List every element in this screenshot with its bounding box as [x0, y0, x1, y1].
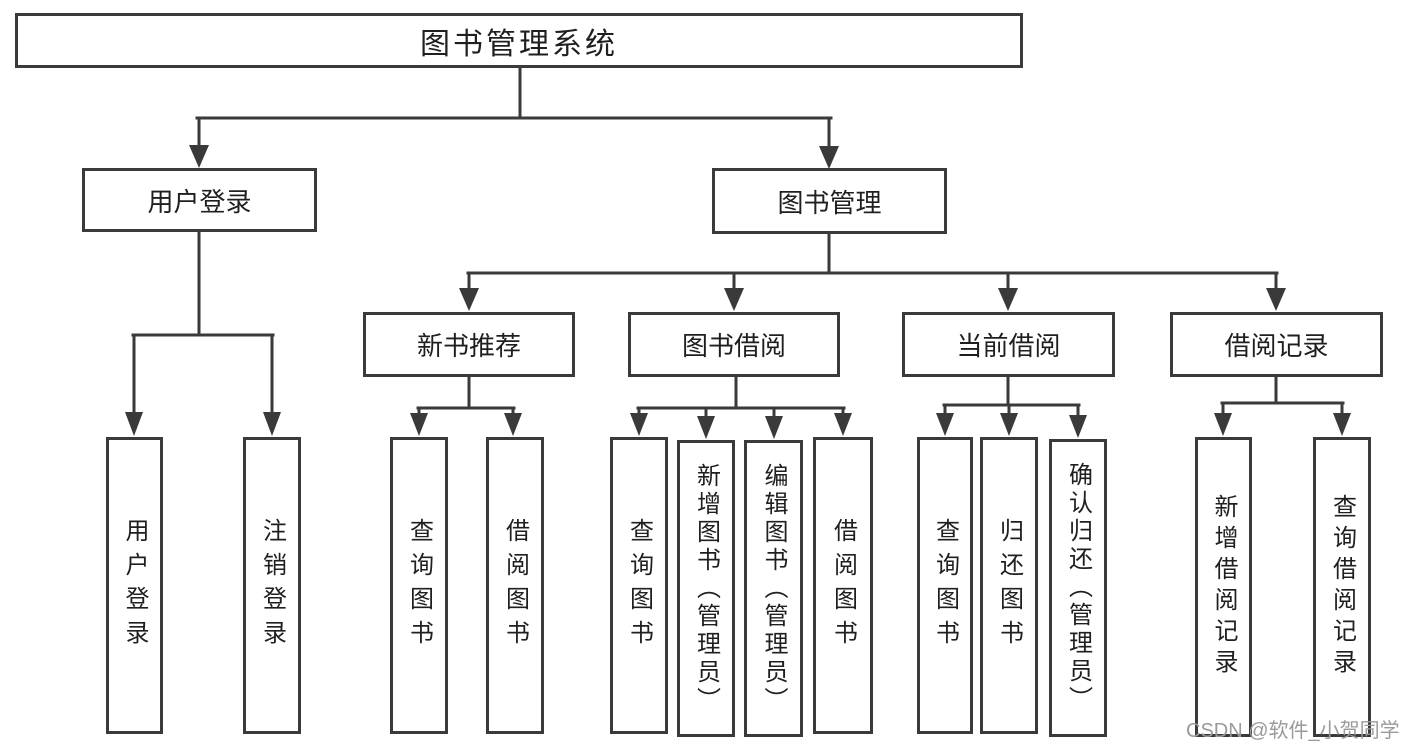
- node-current-borrow: 当前借阅: [902, 312, 1115, 377]
- leaf-bb-borrow-books-label: 借阅图书: [829, 517, 857, 654]
- leaf-user-login-label: 用户登录: [121, 517, 148, 654]
- leaf-br-query-record: 查询借阅记录: [1313, 437, 1371, 737]
- node-book-borrow-label: 图书借阅: [681, 331, 786, 361]
- leaf-rec-query-books-label: 查询图书: [405, 517, 433, 654]
- leaf-cb-return-books-label: 归还图书: [995, 517, 1023, 654]
- leaf-bb-edit-books: 编辑图书（管理员）: [744, 440, 803, 737]
- node-root: 图书管理系统: [15, 13, 1023, 68]
- connector-borrow-record-children: [1214, 375, 1351, 436]
- connector-root-to-level2: [189, 64, 839, 169]
- leaf-br-add-record: 新增借阅记录: [1195, 437, 1252, 737]
- leaf-cb-confirm-return: 确认归还（管理员）: [1049, 439, 1107, 737]
- connector-new-book-children: [410, 375, 522, 436]
- leaf-cb-query-books-label: 查询图书: [931, 517, 959, 654]
- leaf-logout: 注销登录: [243, 437, 301, 734]
- node-borrow-record: 借阅记录: [1170, 312, 1383, 377]
- connector-book-borrow-children: [630, 375, 852, 439]
- node-book-mgmt-label: 图书管理: [777, 187, 882, 218]
- leaf-logout-label: 注销登录: [258, 517, 286, 654]
- connector-book-mgmt-children: [459, 232, 1286, 311]
- node-book-mgmt: 图书管理: [712, 168, 947, 234]
- leaf-bb-edit-books-label: 编辑图书（管理员）: [760, 462, 787, 715]
- node-user-login: 用户登录: [82, 168, 317, 232]
- leaf-br-query-record-label: 查询借阅记录: [1328, 494, 1356, 680]
- leaf-rec-borrow-books-label: 借阅图书: [501, 517, 529, 654]
- node-borrow-record-label: 借阅记录: [1224, 331, 1329, 361]
- leaf-user-login: 用户登录: [106, 437, 163, 734]
- leaf-cb-return-books: 归还图书: [980, 437, 1038, 734]
- leaf-bb-query-books-label: 查询图书: [625, 517, 653, 654]
- leaf-cb-confirm-return-label: 确认归还（管理员）: [1064, 462, 1092, 714]
- node-book-borrow: 图书借阅: [628, 312, 840, 377]
- leaf-bb-borrow-books: 借阅图书: [813, 437, 873, 734]
- leaf-cb-query-books: 查询图书: [917, 437, 973, 734]
- node-new-book-rec: 新书推荐: [363, 312, 575, 377]
- leaf-br-add-record-label: 新增借阅记录: [1210, 494, 1237, 680]
- connector-user-login-children: [125, 230, 281, 436]
- node-user-login-label: 用户登录: [147, 186, 252, 217]
- leaf-bb-add-books: 新增图书（管理员）: [677, 440, 735, 737]
- node-current-borrow-label: 当前借阅: [956, 331, 1061, 361]
- leaf-bb-add-books-label: 新增图书（管理员）: [692, 462, 720, 715]
- node-root-label: 图书管理系统: [420, 27, 618, 61]
- connector-current-borrow-children: [936, 375, 1087, 438]
- watermark-text: CSDN @软件_小贺同学: [1186, 720, 1400, 742]
- leaf-rec-borrow-books: 借阅图书: [486, 437, 544, 734]
- leaf-bb-query-books: 查询图书: [610, 437, 668, 734]
- node-new-book-rec-label: 新书推荐: [416, 331, 521, 361]
- leaf-rec-query-books: 查询图书: [390, 437, 448, 734]
